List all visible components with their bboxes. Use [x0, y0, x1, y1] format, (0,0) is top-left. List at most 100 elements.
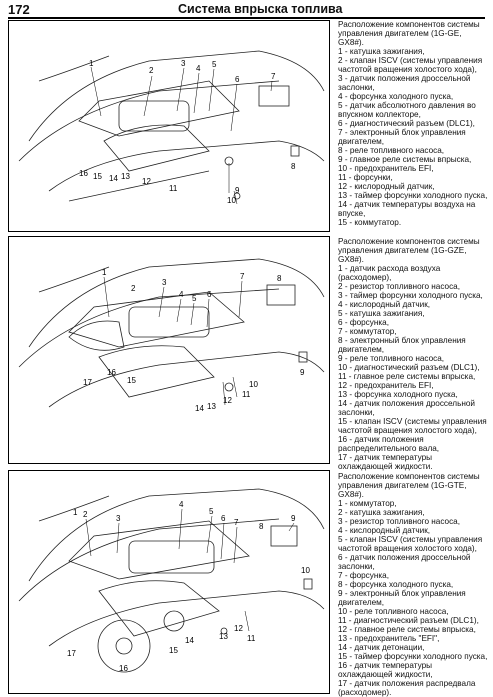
- legend-item: 12 - кислородный датчик,: [338, 182, 435, 191]
- diagram-panel-1: 1 2 3 4 5 6 7 8 9 10 11 12 13 14 15 16: [8, 20, 330, 232]
- legend-item: 16 - датчик температуры охлаждающей жидк…: [338, 661, 433, 679]
- callout-5: 5: [212, 60, 217, 69]
- callout-17: 17: [67, 649, 76, 658]
- callout-5: 5: [209, 507, 214, 516]
- legend-item: 10 - реле топливного насоса,: [338, 607, 449, 616]
- callout-14: 14: [185, 636, 194, 645]
- callout-10: 10: [249, 380, 258, 389]
- callout-16: 16: [107, 368, 116, 377]
- callout-12: 12: [234, 624, 243, 633]
- callout-16: 16: [79, 169, 88, 178]
- legend-item: 10 - предохранитель EFI,: [338, 164, 434, 173]
- legend-2-heading: Расположение компонентов системы управле…: [338, 237, 480, 264]
- page-header: 172 Система впрыска топлива: [8, 2, 485, 18]
- callout-9: 9: [291, 514, 296, 523]
- legend-item: 17 - датчик температуры охлаждающей жидк…: [338, 453, 433, 471]
- legend-item: 3 - резистор топливного насоса,: [338, 517, 461, 526]
- legend-item: 8 - электронный блок управления двигател…: [338, 336, 466, 354]
- legend-item: 3 - таймер форсунки холодного пуска,: [338, 291, 483, 300]
- callout-8: 8: [277, 274, 282, 283]
- callout-1: 1: [102, 268, 107, 277]
- legend-item: 6 - форсунка,: [338, 318, 389, 327]
- callout-11: 11: [242, 390, 251, 399]
- callout-9: 9: [300, 368, 305, 377]
- legend-item: 15 - таймер форсунки холодного пуска,: [338, 652, 488, 661]
- callout-10: 10: [301, 566, 310, 575]
- callout-13: 13: [207, 402, 216, 411]
- legend-item: 6 - датчик положения дроссельной заслонк…: [338, 553, 471, 571]
- legend-item: 7 - коммутатор,: [338, 327, 397, 336]
- callout-10: 10: [227, 196, 236, 205]
- page-title: Система впрыска топлива: [178, 2, 343, 16]
- page-number: 172: [8, 2, 30, 17]
- legend-item: 15 - клапан ISCV (системы управления час…: [338, 417, 487, 435]
- legend-item: 4 - кислородный датчик,: [338, 526, 431, 535]
- callout-15: 15: [127, 376, 136, 385]
- callout-16: 16: [119, 664, 128, 673]
- legend-item: 2 - клапан ISCV (системы управления част…: [338, 56, 483, 74]
- legend-item: 16 - датчик положения распределительного…: [338, 435, 440, 453]
- callout-13: 13: [219, 632, 228, 641]
- callout-12: 12: [142, 177, 151, 186]
- legend-item: 4 - форсунка холодного пуска,: [338, 92, 454, 101]
- legend-item: 14 - датчик положения дроссельной заслон…: [338, 399, 475, 417]
- header-rule: [8, 17, 485, 19]
- diagram-panel-3: 1 2 3 4 5 6 7 8 9 10 11 12 13 14 15 16 1…: [8, 470, 330, 694]
- legend-item: 5 - катушка зажигания,: [338, 309, 425, 318]
- callout-15: 15: [169, 646, 178, 655]
- legend-item: 6 - диагностический разъем (DLC1),: [338, 119, 475, 128]
- legend-item: 13 - предохранитель "EFI",: [338, 634, 440, 643]
- legend-item: 11 - диагностический разъем (DLC1),: [338, 616, 479, 625]
- legend-item: 12 - главное реле системы впрыска,: [338, 625, 476, 634]
- callout-4: 4: [196, 64, 201, 73]
- callout-7: 7: [234, 518, 239, 527]
- legend-item: 9 - электронный блок управления двигател…: [338, 589, 466, 607]
- callout-8: 8: [291, 162, 296, 171]
- legend-item: 9 - главное реле системы впрыска,: [338, 155, 472, 164]
- callout-14: 14: [109, 174, 118, 183]
- callout-15: 15: [93, 172, 102, 181]
- callout-11: 11: [169, 184, 178, 193]
- callout-7: 7: [240, 272, 245, 281]
- legend-2: Расположение компонентов системы управле…: [338, 237, 488, 471]
- legend-item: 12 - предохранитель EFI,: [338, 381, 434, 390]
- callout-8: 8: [259, 522, 264, 531]
- callout-12: 12: [223, 396, 232, 405]
- engine-diagram-1: 1 2 3 4 5 6 7 8 9 10 11 12 13 14 15 16: [18, 50, 325, 205]
- legend-item: 7 - электронный блок управления двигател…: [338, 128, 466, 146]
- callout-6: 6: [221, 514, 226, 523]
- callout-7: 7: [271, 72, 276, 81]
- legend-item: 17 - датчик положения распредвала (расхо…: [338, 679, 476, 697]
- legend-1: Расположение компонентов системы управле…: [338, 20, 488, 227]
- callout-2: 2: [131, 284, 136, 293]
- engine-diagram-2: 1 2 3 4 5 6 7 8 9 10 11 12 13 14 15 16 1…: [18, 258, 325, 413]
- legend-item: 14 - датчик температуры воздуха на впуск…: [338, 200, 476, 218]
- legend-item: 2 - резистор топливного насоса,: [338, 282, 461, 291]
- callout-4: 4: [179, 290, 184, 299]
- legend-item: 5 - клапан ISCV (системы управления част…: [338, 535, 483, 553]
- callout-17: 17: [83, 378, 92, 387]
- callout-1: 1: [89, 59, 94, 68]
- callout-14: 14: [195, 404, 204, 413]
- legend-item: 1 - катушка зажигания,: [338, 47, 425, 56]
- callout-3: 3: [116, 514, 121, 523]
- legend-item: 7 - форсунка,: [338, 571, 389, 580]
- legend-item: 3 - датчик положения дроссельной заслонк…: [338, 74, 471, 92]
- callout-11: 11: [247, 634, 256, 643]
- legend-item: 13 - форсунка холодного пуска,: [338, 390, 458, 399]
- legend-item: 1 - датчик расхода воздуха (расходомер),: [338, 264, 441, 282]
- legend-item: 15 - коммутатор.: [338, 218, 402, 227]
- legend-item: 11 - форсунки,: [338, 173, 393, 182]
- legend-item: 8 - реле топливного насоса,: [338, 146, 445, 155]
- legend-3-heading: Расположение компонентов системы управле…: [338, 472, 480, 499]
- callout-3: 3: [181, 59, 186, 68]
- callout-1: 1: [73, 508, 78, 517]
- callout-5: 5: [192, 294, 197, 303]
- legend-item: 10 - диагностический разъем (DLC1),: [338, 363, 480, 372]
- legend-item: 13 - таймер форсунки холодного пуска,: [338, 191, 488, 200]
- callout-13: 13: [121, 172, 130, 181]
- diagram-panel-2: 1 2 3 4 5 6 7 8 9 10 11 12 13 14 15 16 1…: [8, 236, 330, 464]
- callout-6: 6: [235, 75, 240, 84]
- callout-3: 3: [162, 278, 167, 287]
- legend-item: 11 - главное реле системы впрыска,: [338, 372, 476, 381]
